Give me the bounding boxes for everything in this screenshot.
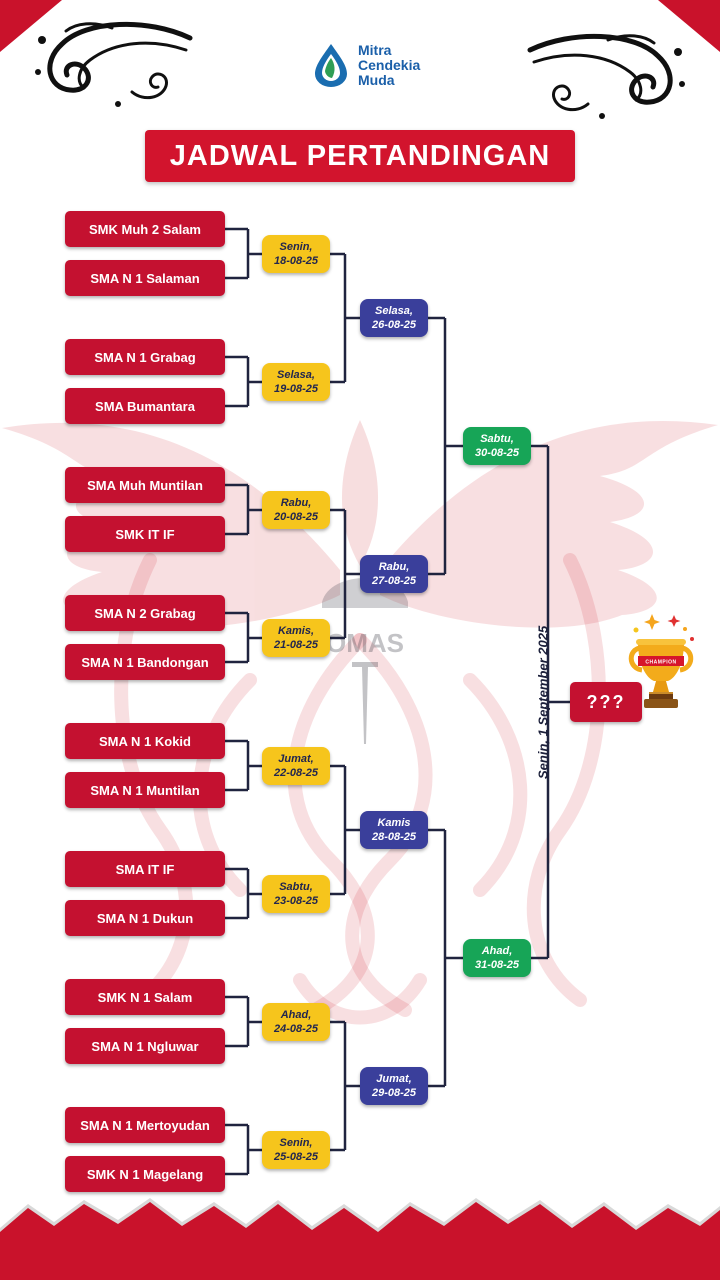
date-value: 18-08-25 (273, 255, 319, 267)
team-box: SMA N 1 Grabag (65, 339, 225, 375)
match-date-round1: Senin, 25-08-25 (262, 1131, 330, 1169)
date-value: 30-08-25 (474, 447, 520, 459)
date-value: 29-08-25 (371, 1087, 417, 1099)
page-title: JADWAL PERTANDINGAN (145, 130, 575, 182)
logo-line: Muda (358, 71, 395, 88)
flourish-ornament-right (527, 33, 685, 119)
date-day: Ahad, (280, 1009, 312, 1021)
date-value: 25-08-25 (273, 1151, 319, 1163)
team-box: SMA N 1 Salaman (65, 260, 225, 296)
match-date-round1: Sabtu, 23-08-25 (262, 875, 330, 913)
logo-line: Mitra (358, 41, 392, 58)
date-value: 22-08-25 (273, 767, 319, 779)
team-box: SMK N 1 Salam (65, 979, 225, 1015)
date-value: 24-08-25 (273, 1023, 319, 1035)
match-date-round2: Kamis 28-08-25 (360, 811, 428, 849)
match-date-round1: Rabu, 20-08-25 (262, 491, 330, 529)
team-box: SMK Muh 2 Salam (65, 211, 225, 247)
match-date-round1: Kamis, 21-08-25 (262, 619, 330, 657)
date-day: Sabtu, (480, 433, 514, 445)
match-date-round2: Rabu, 27-08-25 (360, 555, 428, 593)
team-box: SMK IT IF (65, 516, 225, 552)
date-value: 28-08-25 (371, 831, 417, 843)
match-date-round1: Ahad, 24-08-25 (262, 1003, 330, 1041)
team-box: SMA IT IF (65, 851, 225, 887)
logo-drop-icon (315, 44, 347, 87)
date-value: 26-08-25 (371, 319, 417, 331)
date-day: Senin, (279, 241, 313, 253)
team-box: SMA Bumantara (65, 388, 225, 424)
match-date-semifinal: Ahad, 31-08-25 (463, 939, 531, 977)
logo-text: Mitra Cendekia Muda (358, 41, 421, 88)
date-day: Kamis, (277, 625, 315, 637)
team-box: SMA N 2 Grabag (65, 595, 225, 631)
date-day: Kamis (377, 817, 411, 829)
date-value: 21-08-25 (273, 639, 319, 651)
date-day: Selasa, (375, 305, 413, 317)
trophy-band-label: CHAMPION (645, 660, 676, 666)
team-box: SMA N 1 Bandongan (65, 644, 225, 680)
date-value: 27-08-25 (371, 575, 417, 587)
match-date-round2: Selasa, 26-08-25 (360, 299, 428, 337)
team-box: SMA N 1 Dukun (65, 900, 225, 936)
date-day: Selasa, (277, 369, 315, 381)
team-box: SMA N 1 Muntilan (65, 772, 225, 808)
match-date-semifinal: Sabtu, 30-08-25 (463, 427, 531, 465)
final-date-label: Senin, 1 September 2025 (535, 625, 551, 779)
team-box: SMA Muh Muntilan (65, 467, 225, 503)
date-day: Rabu, (378, 561, 410, 573)
match-date-round1: Senin, 18-08-25 (262, 235, 330, 273)
date-value: 20-08-25 (273, 511, 319, 523)
date-value: 31-08-25 (474, 959, 520, 971)
flourish-ornament-left (35, 21, 193, 107)
team-box: SMA N 1 Mertoyudan (65, 1107, 225, 1143)
match-date-round1: Selasa, 19-08-25 (262, 363, 330, 401)
date-day: Jumat, (376, 1073, 412, 1085)
final-winner-box: ??? (570, 682, 642, 722)
logo-line: Cendekia (358, 56, 421, 73)
date-value: 23-08-25 (273, 895, 319, 907)
match-date-round1: Jumat, 22-08-25 (262, 747, 330, 785)
date-day: Senin, (279, 1137, 313, 1149)
org-logo: Mitra Cendekia Muda (312, 42, 420, 88)
final-winner-placeholder: ??? (586, 691, 626, 712)
crest-watermark-text: OMAS (326, 628, 404, 658)
date-value: 19-08-25 (273, 383, 319, 395)
match-date-round2: Jumat, 29-08-25 (360, 1067, 428, 1105)
torn-edge (0, 1198, 720, 1280)
team-box: SMA N 1 Kokid (65, 723, 225, 759)
date-day: Ahad, (481, 945, 513, 957)
team-box: SMK N 1 Magelang (65, 1156, 225, 1192)
date-day: Rabu, (280, 497, 312, 509)
team-box: SMA N 1 Ngluwar (65, 1028, 225, 1064)
date-day: Sabtu, (279, 881, 313, 893)
date-day: Jumat, (278, 753, 314, 765)
